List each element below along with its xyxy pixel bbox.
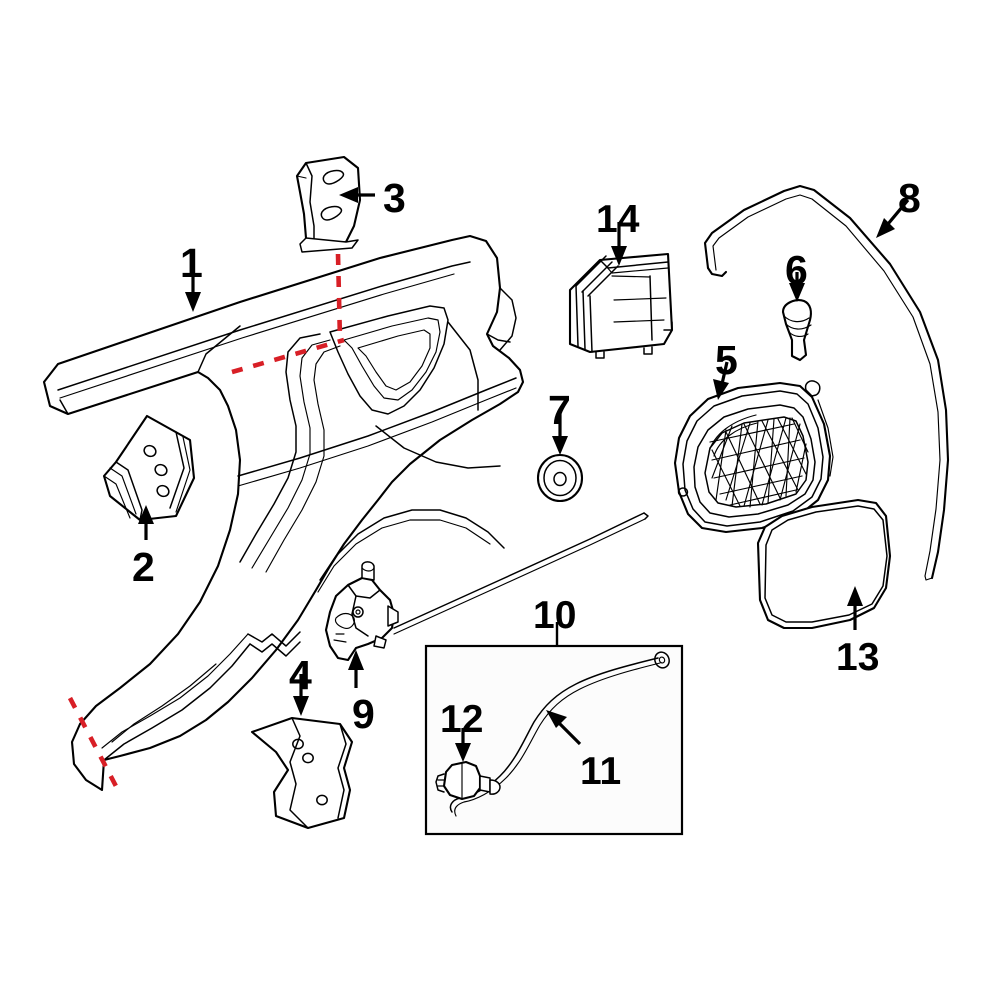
callout-14[interactable]: 14 xyxy=(596,198,640,241)
arrowhead-8 xyxy=(876,218,895,238)
callout-9[interactable]: 9 xyxy=(352,691,375,737)
callout-6[interactable]: 6 xyxy=(785,247,808,293)
cut-line-indicators xyxy=(67,253,345,792)
arrowhead-12 xyxy=(455,743,471,762)
part-fuel-door-actuator[interactable] xyxy=(324,512,649,662)
callout-2[interactable]: 2 xyxy=(132,544,155,590)
arrowhead-5 xyxy=(713,379,729,400)
part-reinforcement-bracket-lower[interactable] xyxy=(250,716,354,830)
arrowhead-1 xyxy=(185,292,201,312)
callout-5[interactable]: 5 xyxy=(715,337,738,383)
arrowhead-3 xyxy=(339,187,358,203)
arrowhead-7 xyxy=(552,436,568,455)
part-fuel-filler-housing-pocket[interactable] xyxy=(673,380,834,534)
callout-1[interactable]: 1 xyxy=(180,240,203,286)
cut-line-upper-diagonal xyxy=(231,337,345,375)
arrowhead-6 xyxy=(789,283,805,302)
leader-8 xyxy=(886,198,910,226)
arrowhead-2 xyxy=(138,505,154,524)
callout-12[interactable]: 12 xyxy=(440,698,484,741)
arrowhead-4 xyxy=(293,696,309,716)
arrowhead-13 xyxy=(847,586,863,606)
part-quarter-panel-outer[interactable] xyxy=(42,234,525,792)
part-fuel-pump-control-module[interactable] xyxy=(568,252,674,359)
arrowhead-11 xyxy=(546,710,567,728)
part-trunk-opening-weatherstrip-seal[interactable] xyxy=(703,184,950,581)
part-filler-drain-plug[interactable] xyxy=(781,299,812,362)
leader-11 xyxy=(556,720,582,746)
inset-box-emergency-release-kit[interactable] xyxy=(424,644,684,836)
callout-4[interactable]: 4 xyxy=(289,652,312,698)
callout-13[interactable]: 13 xyxy=(836,636,880,679)
leader-5 xyxy=(720,361,729,385)
leader-lines xyxy=(138,187,910,762)
cut-line-lower-diagonal xyxy=(67,696,121,792)
part-roof-rail-joint-cover[interactable] xyxy=(295,155,362,253)
callout-3[interactable]: 3 xyxy=(383,175,406,221)
cut-line-upper-vertical xyxy=(335,253,343,341)
part-fuel-filler-door-lid[interactable] xyxy=(756,498,892,630)
part-reinforcement-bracket-upper[interactable] xyxy=(102,414,196,522)
callout-10[interactable]: 10 xyxy=(533,594,577,637)
part-release-rod-grommet[interactable] xyxy=(435,760,501,801)
callout-7[interactable]: 7 xyxy=(548,387,571,433)
arrowhead-14 xyxy=(611,246,627,266)
callout-8[interactable]: 8 xyxy=(898,175,921,221)
callout-11[interactable]: 11 xyxy=(580,750,622,793)
arrowhead-9 xyxy=(348,650,364,670)
part-body-hole-plug-grommet[interactable] xyxy=(536,453,584,503)
